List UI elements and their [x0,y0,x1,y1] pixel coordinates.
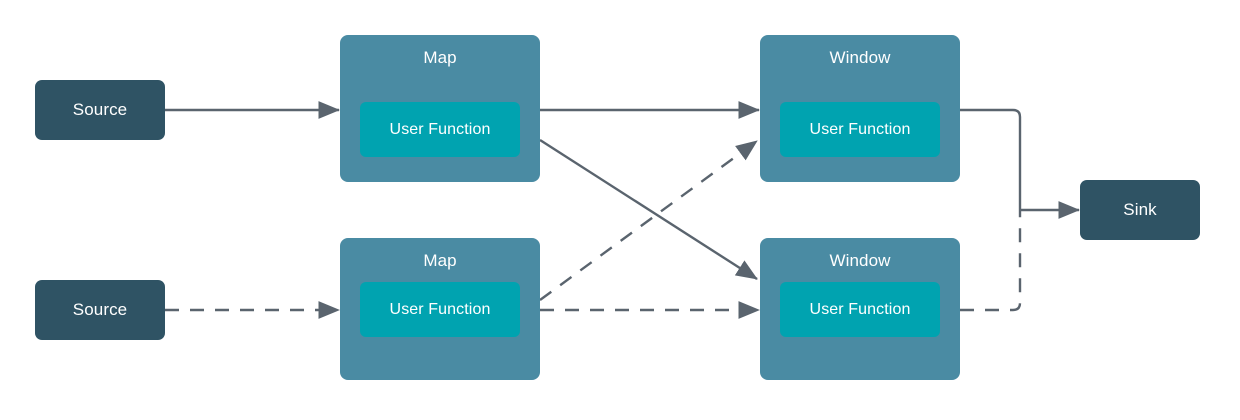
user-function-window-bottom[interactable]: User Function [780,282,940,337]
edge-window-bottom-to-sink [960,210,1022,312]
user-function-label: User Function [809,120,911,138]
node-title: Map [423,251,457,270]
user-function-label: User Function [389,300,491,318]
node-label: Sink [1123,200,1157,219]
node-title: Window [829,48,891,67]
edge-map-top-to-window-bottom [539,138,758,281]
edge-window-top-to-sink [960,108,1022,210]
edge-map-bottom-to-window-top [539,140,758,301]
node-title: Map [423,48,457,67]
node-title: Window [829,251,891,270]
node-source-top[interactable]: Source [35,80,165,140]
user-function-label: User Function [809,300,911,318]
node-label: Source [72,300,128,319]
user-function-label: User Function [389,120,491,138]
node-source-bottom[interactable]: Source [35,280,165,340]
user-function-map-top[interactable]: User Function [360,102,520,157]
node-label: Source [72,100,128,119]
node-sink[interactable]: Sink [1080,180,1200,240]
user-function-window-top[interactable]: User Function [780,102,940,157]
user-function-map-bottom[interactable]: User Function [360,282,520,337]
